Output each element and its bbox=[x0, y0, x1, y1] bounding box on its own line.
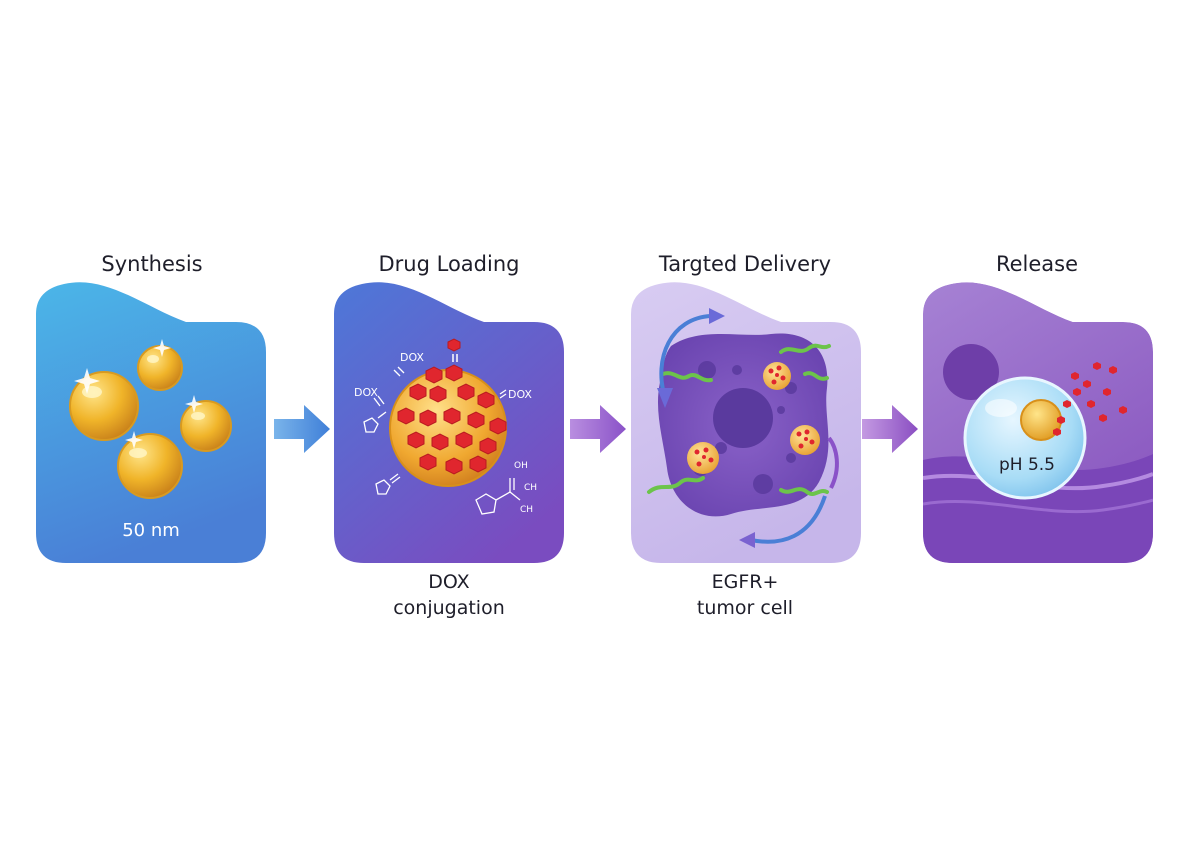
synthesis-illustration: 50 nm bbox=[36, 282, 266, 563]
caption-line: conjugation bbox=[393, 597, 505, 619]
svg-text:OH: OH bbox=[514, 461, 528, 471]
particle-size-label: 50 nm bbox=[122, 520, 180, 541]
endosome bbox=[963, 376, 1087, 500]
step-title-drug-loading: Drug Loading bbox=[378, 252, 520, 276]
svg-text:CH: CH bbox=[524, 483, 537, 493]
chemical-labels: OH CH CH bbox=[514, 461, 537, 515]
sparkle-icons bbox=[74, 339, 203, 449]
drug-loading-caption: DOX conjugation bbox=[329, 569, 569, 621]
flow-arrow bbox=[568, 403, 628, 455]
cell-nucleus bbox=[713, 388, 773, 448]
arrowhead-icon bbox=[657, 388, 673, 408]
drug-loading-panel: DOX DOX DOX OH CH CH bbox=[334, 278, 564, 563]
caption-line: EGFR+ bbox=[711, 571, 779, 593]
ph-label: pH 5.5 bbox=[999, 455, 1055, 475]
drug-loading-illustration: DOX DOX DOX OH CH CH bbox=[334, 282, 564, 563]
step-title-synthesis: Synthesis bbox=[101, 252, 203, 276]
flow-arrow bbox=[272, 403, 332, 455]
step-title-targeted-delivery: Targted Delivery bbox=[658, 252, 832, 276]
nanoparticle-sphere bbox=[117, 433, 183, 499]
released-drug-molecules bbox=[1053, 362, 1127, 436]
release-illustration: pH 5.5 bbox=[923, 282, 1153, 563]
cell-organelle bbox=[943, 344, 999, 400]
svg-text:DOX: DOX bbox=[354, 386, 378, 399]
svg-text:DOX: DOX bbox=[508, 388, 532, 401]
targeted-delivery-caption: EGFR+ tumor cell bbox=[625, 569, 865, 621]
targeted-nanoparticle bbox=[790, 425, 820, 455]
arrow-right-icon bbox=[274, 405, 330, 453]
chemical-structure-icons bbox=[363, 366, 521, 515]
synthesis-panel: 50 nm bbox=[36, 278, 266, 563]
egfr-ligands bbox=[647, 343, 831, 496]
caption-line: tumor cell bbox=[696, 597, 794, 619]
tumor-cell-illustration bbox=[631, 282, 861, 563]
nanoparticle-sphere bbox=[137, 345, 183, 391]
targeted-nanoparticle bbox=[763, 362, 791, 390]
drug-molecules bbox=[397, 338, 507, 475]
flow-arrow bbox=[860, 403, 920, 455]
svg-text:DOX: DOX bbox=[400, 351, 424, 364]
arrowhead-icon bbox=[709, 308, 725, 324]
nanoparticle-sphere bbox=[180, 400, 232, 452]
targeted-delivery-panel bbox=[631, 278, 861, 563]
uptake-arrows bbox=[659, 314, 839, 544]
release-panel: pH 5.5 bbox=[923, 278, 1153, 563]
step-title-release: Release bbox=[995, 252, 1079, 276]
arrow-right-icon bbox=[862, 405, 918, 453]
targeted-nanoparticle bbox=[687, 442, 719, 474]
caption-line: DOX bbox=[428, 571, 470, 593]
arrow-right-icon bbox=[570, 405, 626, 453]
svg-text:CH: CH bbox=[520, 505, 533, 515]
arrowhead-icon bbox=[739, 532, 755, 548]
dox-labels: DOX DOX DOX bbox=[354, 351, 532, 401]
